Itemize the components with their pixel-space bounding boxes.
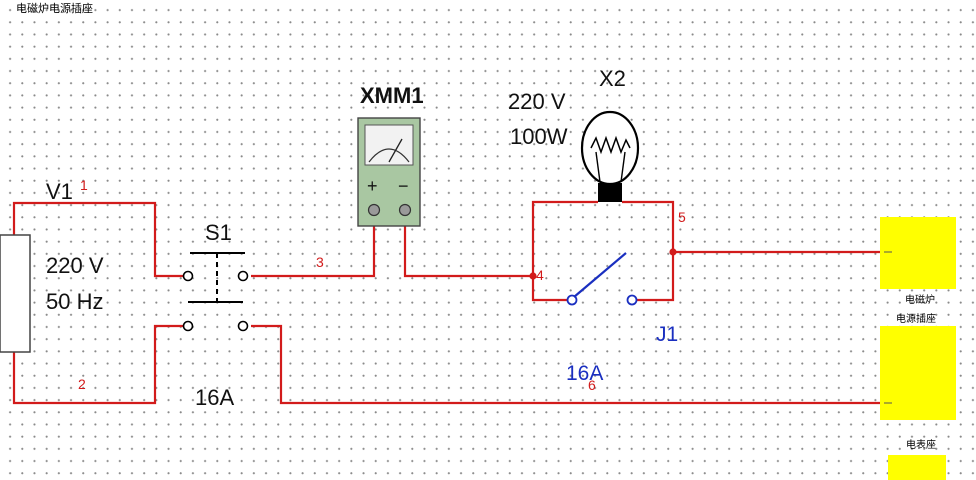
wire-net-5-down (636, 252, 675, 302)
switch-ref: S1 (205, 220, 232, 245)
source-voltage: 220 V (46, 253, 104, 278)
net-label-6: 6 (588, 377, 596, 393)
lamp-lead-right (620, 151, 626, 183)
multimeter[interactable]: XMM1 + − (357, 83, 424, 227)
lamp[interactable]: X2 220 V 100W (508, 66, 640, 202)
wire-net-3 (251, 215, 376, 278)
socket-top-label-line2: 电源插座 (896, 312, 936, 325)
multimeter-minus-label: − (398, 176, 409, 196)
relay-rating: 16A (566, 362, 603, 385)
induction-cooker-socket-lower[interactable] (880, 326, 956, 420)
page-title: 电磁炉电源插座 (16, 1, 93, 15)
source-body (0, 234, 31, 353)
junction-net-5 (669, 248, 677, 256)
lamp-ref: X2 (599, 66, 626, 91)
lamp-power: 100W (510, 124, 568, 149)
relay-blade (573, 252, 627, 298)
switch-rating: 16A (195, 385, 234, 410)
multimeter-plus-terminal[interactable] (367, 203, 381, 217)
relay-contact-a (566, 294, 578, 306)
wire-net-6 (251, 324, 887, 405)
socket-top-label-line1: 电磁炉 (905, 293, 935, 306)
relay-ref: J1 (656, 323, 678, 346)
multimeter-minus-terminal[interactable] (398, 203, 412, 217)
switch-contacts (182, 270, 249, 332)
voltage-source[interactable]: V1 220 V 50 Hz (0, 179, 104, 353)
wire-net-1 (12, 201, 184, 278)
wire-net-4-down (531, 276, 567, 302)
wire-net-5-top (622, 200, 675, 252)
meter-socket-label: 电表座 (906, 438, 936, 451)
wire-net-2 (12, 324, 184, 405)
lamp-voltage: 220 V (508, 89, 566, 114)
net-label-5: 5 (678, 209, 686, 225)
lamp-base (598, 183, 622, 202)
wires (12, 200, 887, 405)
lamp-filament (590, 135, 631, 155)
relay-contact[interactable]: J1 16A (566, 252, 678, 385)
wire-net-4 (403, 215, 533, 278)
junction-net-4 (529, 272, 537, 280)
induction-cooker-socket[interactable] (880, 217, 956, 289)
multimeter-display (364, 124, 414, 166)
multimeter-ref: XMM1 (360, 83, 424, 108)
net-label-3: 3 (316, 254, 324, 270)
net-label-2: 2 (78, 376, 86, 392)
multimeter-scale-arc (368, 148, 410, 163)
socket-bottom-block (880, 326, 956, 420)
socket-top-block (880, 217, 956, 289)
wire-net-4-up (531, 200, 598, 276)
net-label-4: 4 (536, 267, 544, 283)
source-ref: V1 (46, 179, 73, 204)
source-frequency: 50 Hz (46, 289, 103, 314)
net-label-1: 1 (80, 177, 88, 193)
meter-socket-block[interactable] (888, 455, 946, 480)
multimeter-plus-label: + (367, 176, 378, 196)
relay-contact-b (626, 294, 638, 306)
lamp-lead-left (595, 151, 601, 183)
multimeter-needle (388, 138, 403, 163)
double-pole-switch[interactable]: S1 16A (182, 220, 249, 410)
